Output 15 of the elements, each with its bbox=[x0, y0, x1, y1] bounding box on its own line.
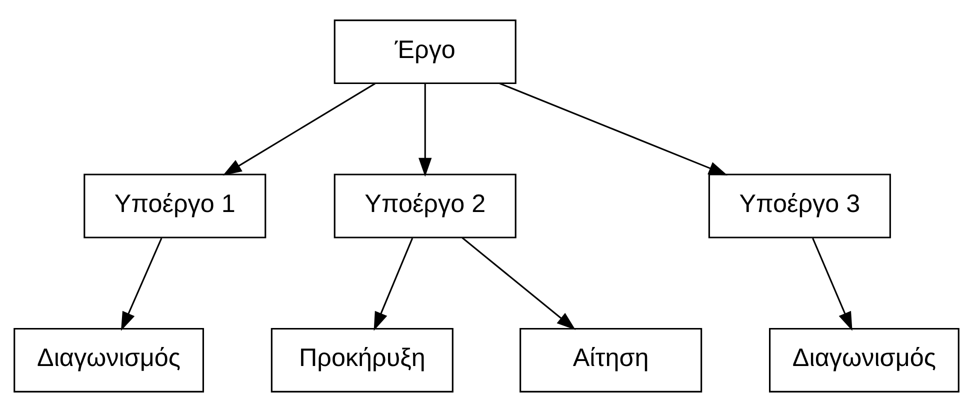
arrow bbox=[222, 82, 376, 176]
node-box: Υποέργο 3 bbox=[708, 174, 891, 238]
node-box: Υποέργο 2 bbox=[334, 174, 516, 238]
node-box: Διαγωνισμός bbox=[769, 328, 960, 392]
arrow bbox=[462, 237, 576, 330]
arrow bbox=[499, 82, 728, 176]
arrow bbox=[812, 238, 852, 331]
node-box: Προκήρυξη bbox=[270, 328, 454, 392]
node-box: Υποέργο 1 bbox=[84, 174, 266, 238]
node-box: Διαγωνισμός bbox=[14, 328, 204, 392]
arrow bbox=[120, 238, 162, 331]
arrow bbox=[418, 84, 432, 177]
node-box: Έργο bbox=[334, 20, 516, 84]
node-box: Αίτηση bbox=[520, 328, 702, 392]
arrow bbox=[374, 238, 414, 331]
